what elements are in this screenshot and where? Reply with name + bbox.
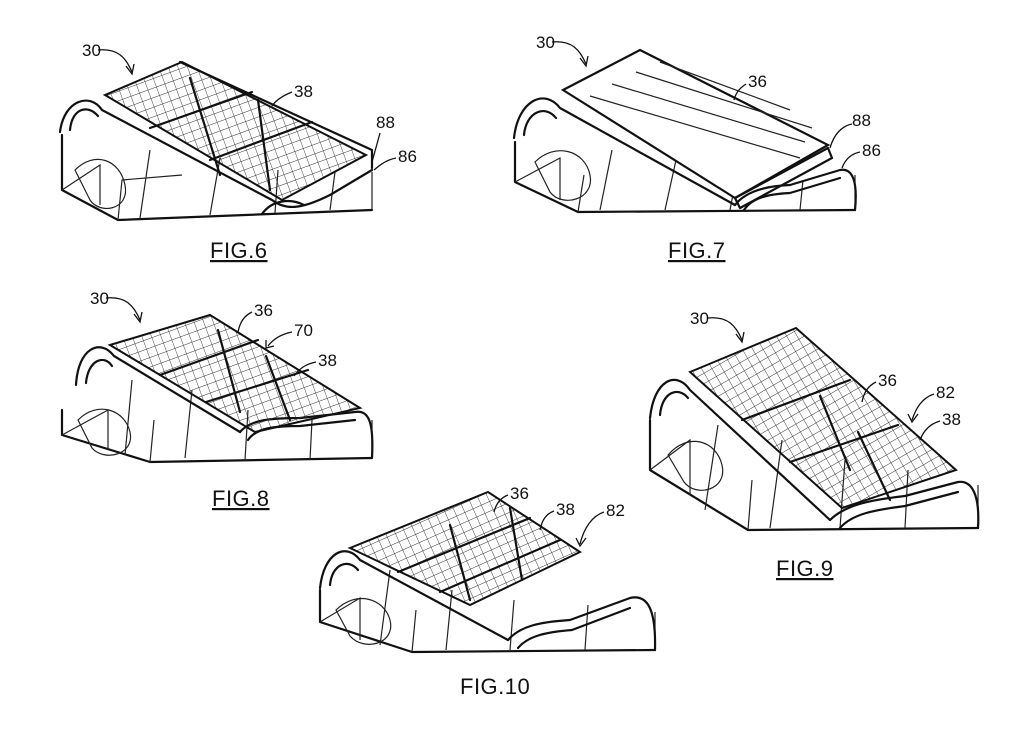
net-panel-fig10 bbox=[347, 490, 583, 607]
figure-caption: FIG.6 bbox=[210, 238, 268, 263]
ref-numeral: 82 bbox=[606, 501, 625, 520]
ref-numeral: 30 bbox=[90, 289, 109, 308]
figure-8: 30 36 70 38 FIG.8 bbox=[60, 289, 374, 511]
ref-numeral: 36 bbox=[878, 371, 897, 390]
vehicle-body-fig10 bbox=[318, 550, 657, 654]
figure-6: 30 38 88 86 FIG.6 bbox=[58, 41, 417, 263]
figure-7: 30 36 88 86 FIG.7 bbox=[512, 33, 881, 263]
figure-caption: FIG.8 bbox=[212, 486, 270, 511]
ref-numeral: 36 bbox=[510, 484, 529, 503]
ref-labels-fig7: 30 36 88 86 bbox=[536, 33, 881, 169]
ref-labels-fig8: 30 36 70 38 bbox=[90, 289, 337, 377]
ref-labels-fig9: 30 36 82 38 bbox=[690, 309, 961, 441]
ref-numeral: 86 bbox=[398, 147, 417, 166]
ref-numeral: 30 bbox=[82, 41, 101, 60]
solid-panel-fig7 bbox=[560, 48, 834, 210]
figure-caption: FIG.10 bbox=[460, 674, 530, 699]
ref-numeral: 38 bbox=[556, 500, 575, 519]
figure-caption: FIG.7 bbox=[668, 238, 726, 263]
ref-numeral: 36 bbox=[748, 72, 767, 91]
vehicle-body-fig6 bbox=[58, 60, 374, 222]
net-panel-fig6 bbox=[102, 60, 369, 202]
ref-numeral: 88 bbox=[852, 111, 871, 130]
ref-numeral: 88 bbox=[376, 113, 395, 132]
vehicle-body-fig7 bbox=[512, 97, 857, 214]
ref-numeral: 38 bbox=[294, 82, 313, 101]
net-panel-fig8 bbox=[107, 313, 363, 434]
ref-numeral: 70 bbox=[294, 321, 313, 340]
figure-caption: FIG.9 bbox=[776, 556, 834, 581]
ref-numeral: 38 bbox=[942, 410, 961, 429]
vehicle-body-fig9 bbox=[648, 378, 980, 532]
ref-numeral: 36 bbox=[254, 301, 273, 320]
ref-numeral: 82 bbox=[936, 383, 955, 402]
ref-labels-fig6: 30 38 88 86 bbox=[82, 41, 417, 171]
net-panel-fig9 bbox=[688, 326, 958, 510]
figure-10: 36 38 82 FIG.10 bbox=[318, 484, 657, 699]
ref-numeral: 30 bbox=[690, 309, 709, 328]
ref-numeral: 38 bbox=[318, 351, 337, 370]
ref-labels-fig10: 36 38 82 bbox=[493, 484, 625, 548]
ref-numeral: 30 bbox=[536, 33, 555, 52]
figure-9: 30 36 82 38 FIG.9 bbox=[648, 309, 980, 581]
ref-numeral: 86 bbox=[862, 141, 881, 160]
